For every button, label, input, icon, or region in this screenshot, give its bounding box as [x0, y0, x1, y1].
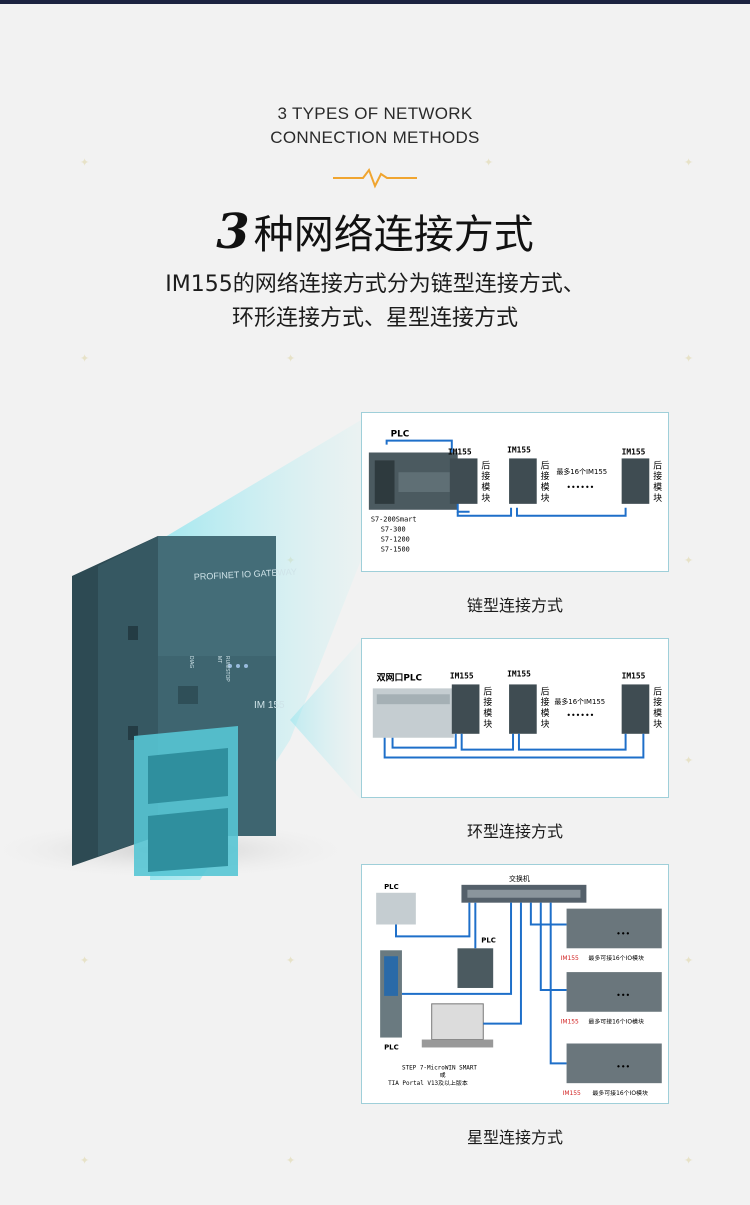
star-dots-3: •••: [616, 1062, 630, 1071]
software-line2: 或: [440, 1071, 446, 1079]
chain-im-label-1: IM155: [448, 447, 472, 456]
description-line2: 环形连接方式、星型连接方式: [231, 306, 518, 331]
title-number: 3: [216, 204, 250, 260]
chain-plc-label: PLC: [391, 430, 410, 440]
ring-max-label: 最多16个IM155: [555, 697, 606, 706]
sparkle-icon: ✦: [80, 954, 90, 967]
star-plc-label-3: PLC: [384, 1043, 399, 1051]
led-mt-label: MT: [216, 656, 222, 663]
software-line3: TIA Portal V13及以上版本: [388, 1079, 468, 1087]
ring-rear-1: 后接模块: [483, 686, 492, 730]
ring-caption: 环型连接方式: [466, 822, 563, 841]
sparkle-icon: ✦: [286, 1154, 296, 1167]
ring-diagram: 双网口PLC IM155 后接模块 IM155 后接模块 最多16个IM155 …: [361, 638, 669, 798]
star-im-label-2: IM155: [561, 1019, 579, 1026]
description: IM155的网络连接方式分为链型连接方式、 环形连接方式、星型连接方式: [0, 268, 750, 336]
chain-im-label-2: IM155: [507, 446, 531, 455]
description-line1: IM155的网络连接方式分为链型连接方式、: [165, 272, 585, 297]
top-bar: [0, 0, 750, 4]
plc-type-3: S7-1200: [381, 535, 410, 543]
star-plc-label-2: PLC: [481, 936, 496, 944]
star-max-io-2: 最多可接16个IO模块: [588, 1018, 644, 1026]
chain-caption: 链型连接方式: [466, 596, 563, 615]
ring-im-label-3: IM155: [622, 672, 646, 681]
wave-divider-icon: [333, 167, 417, 189]
device-model-label: IM 155: [254, 700, 285, 711]
sparkle-icon: ✦: [286, 352, 296, 365]
star-caption: 星型连接方式: [466, 1128, 563, 1147]
ring-plc-label: 双网口PLC: [376, 672, 422, 683]
plc-type-2: S7-300: [381, 526, 406, 534]
ring-im-label-1: IM155: [450, 672, 474, 681]
star-dots-2: •••: [616, 991, 630, 1000]
english-title-line2: CONNECTION METHODS: [270, 128, 480, 147]
chain-rear-3: 后接模块: [653, 460, 662, 504]
sparkle-icon: ✦: [684, 954, 694, 967]
sparkle-icon: ✦: [684, 554, 694, 567]
software-line1: STEP 7-MicroWIN SMART: [402, 1064, 477, 1071]
ring-dots: ••••••: [566, 711, 594, 720]
im155-device-illustration: PROFINET IO GATEWAY IM 155 DIAG MT RUN/S…: [72, 536, 297, 876]
sparkle-icon: ✦: [684, 156, 694, 169]
ring-im-label-2: IM155: [507, 670, 531, 679]
plc-type-4: S7-1500: [381, 545, 410, 553]
star-dots-1: •••: [616, 929, 630, 938]
ring-rear-3: 后接模块: [653, 686, 662, 730]
chain-rear-1: 后接模块: [481, 460, 490, 504]
star-im-label-1: IM155: [561, 955, 579, 962]
sparkle-icon: ✦: [80, 1154, 90, 1167]
switch-label: 交换机: [509, 874, 530, 883]
chain-diagram: PLC S7-200Smart S7-300 S7-1200 S7-1500 I…: [361, 412, 669, 572]
sparkle-icon: ✦: [684, 352, 694, 365]
chain-dots: ••••••: [566, 483, 594, 492]
sparkle-icon: ✦: [80, 156, 90, 169]
chain-max-label: 最多16个IM155: [556, 467, 607, 476]
star-plc-label-1: PLC: [384, 883, 399, 891]
sparkle-icon: ✦: [286, 954, 296, 967]
star-max-io-1: 最多可接16个IO模块: [588, 954, 644, 962]
sparkle-icon: ✦: [80, 352, 90, 365]
sparkle-icon: ✦: [684, 1154, 694, 1167]
ring-rear-2: 后接模块: [541, 686, 550, 730]
title-text: 种网络连接方式: [253, 212, 534, 258]
sparkle-icon: ✦: [484, 156, 494, 169]
led-diag-label: DIAG: [188, 656, 194, 668]
english-title: 3 TYPES OF NETWORK CONNECTION METHODS: [0, 102, 750, 150]
chain-rear-2: 后接模块: [541, 460, 550, 504]
star-im-label-3: IM155: [563, 1090, 581, 1097]
chain-im-label-3: IM155: [622, 447, 646, 456]
star-diagram: 交换机 PLC PLC PLC STEP 7-MicroWIN SMART 或 …: [361, 864, 669, 1104]
english-title-line1: 3 TYPES OF NETWORK: [277, 104, 473, 123]
star-max-io-3: 最多可接16个IO模块: [592, 1089, 648, 1097]
plc-type-1: S7-200Smart: [371, 516, 417, 524]
sparkle-icon: ✦: [684, 754, 694, 767]
led-run-stop-label: RUN/STOP: [224, 656, 230, 682]
